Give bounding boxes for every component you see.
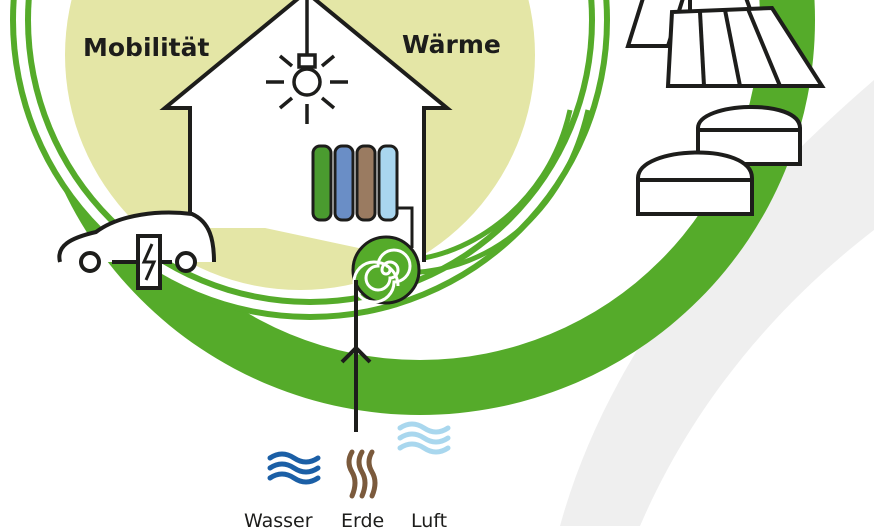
mobility-label: Mobilität	[83, 33, 209, 62]
source-air-label: Luft	[411, 510, 447, 532]
heat-pump-spiral-icon	[353, 237, 419, 303]
water-waves-icon	[270, 454, 318, 482]
source-earth-label: Erde	[341, 510, 384, 532]
earth-waves-icon	[349, 452, 375, 496]
source-water-label: Wasser	[244, 510, 313, 532]
heat-label: Wärme	[402, 30, 501, 59]
air-waves-icon	[400, 424, 448, 452]
